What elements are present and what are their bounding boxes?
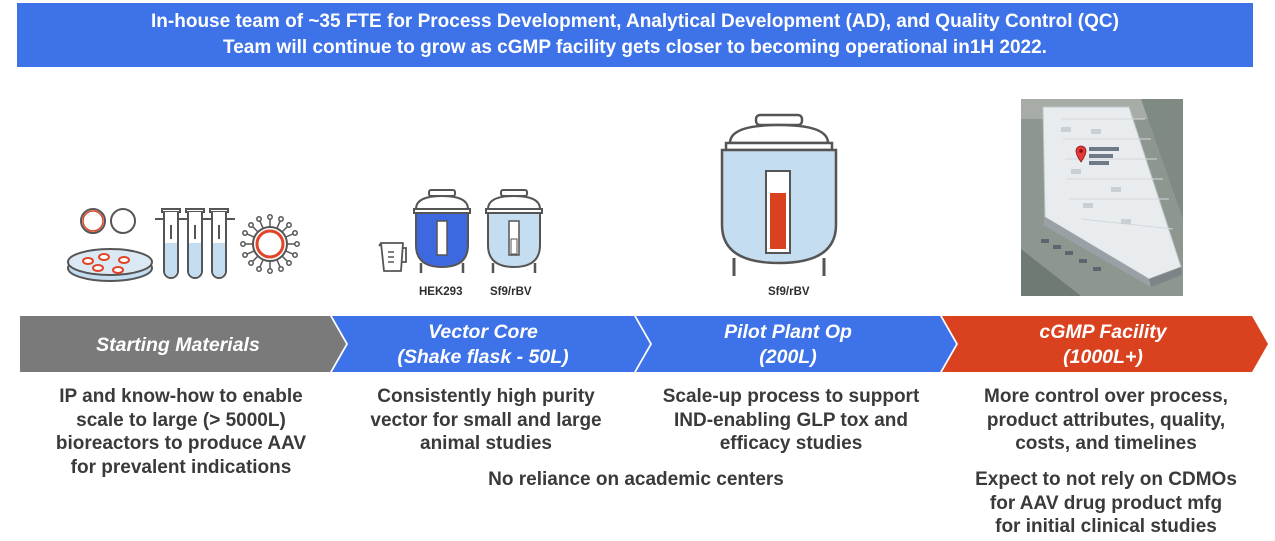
- chevron-starting-materials: [20, 316, 346, 372]
- desc-line: Consistently high purity: [377, 386, 595, 407]
- measuring-cup-icon: [378, 242, 407, 272]
- bioreactor-sf9-small-icon: [485, 189, 543, 273]
- note-line: Expect to not rely on CDMOs: [975, 469, 1237, 490]
- bioreactor-hek293-icon: [413, 189, 471, 273]
- petri-dish-icon: [67, 208, 153, 282]
- desc-vector-core: Consistently high purity vector for smal…: [332, 385, 640, 456]
- bioreactor-pilot-icon: [720, 113, 838, 276]
- caption-hek293: HEK293: [419, 286, 463, 298]
- chevron-cgmp-facility: [942, 316, 1268, 372]
- desc-pilot-plant: Scale-up process to support IND-enabling…: [636, 385, 946, 456]
- banner-line-2: Team will continue to grow as cGMP facil…: [223, 37, 1047, 58]
- stage-title: Pilot Plant Op: [724, 321, 852, 343]
- test-tubes-icon: [155, 208, 235, 279]
- stage-chevrons: [20, 316, 1268, 372]
- stage-subtitle: (Shake flask - 50L): [397, 346, 569, 368]
- stage-label-pilot-plant: Pilot Plant Op (200L): [646, 318, 930, 372]
- facility-photo: [1021, 99, 1183, 296]
- banner-line-1: In-house team of ~35 FTE for Process Dev…: [151, 11, 1119, 32]
- desc-line: costs, and timelines: [1015, 433, 1197, 454]
- note-line: No reliance on academic centers: [488, 469, 784, 490]
- desc-cgmp-facility: More control over process, product attri…: [948, 385, 1264, 456]
- desc-line: Scale-up process to support: [662, 386, 920, 407]
- caption-sf9-pilot: Sf9/rBV: [768, 286, 810, 298]
- desc-line: efficacy studies: [719, 433, 863, 454]
- chevron-vector-core: [332, 316, 650, 372]
- virus-icon: [240, 214, 300, 274]
- desc-line: scale to large (> 5000L): [76, 409, 286, 431]
- stage-title: Vector Core: [428, 321, 538, 343]
- desc-line: More control over process,: [984, 386, 1228, 407]
- desc-line: product attributes, quality,: [986, 409, 1226, 431]
- desc-line: for prevalent indications: [70, 456, 292, 478]
- note-line: for AAV drug product mfg: [989, 492, 1223, 514]
- desc-line: IP and know-how to enable: [59, 386, 303, 407]
- stage-label-starting-materials: Starting Materials: [20, 318, 336, 372]
- desc-starting-materials: IP and know-how to enable scale to large…: [20, 385, 342, 479]
- note-academic-centers: No reliance on academic centers: [332, 468, 940, 492]
- caption-sf9-small: Sf9/rBV: [490, 286, 532, 298]
- desc-line: vector for small and large: [370, 409, 602, 431]
- note-line: for initial clinical studies: [995, 516, 1217, 537]
- stage-label-vector-core: Vector Core (Shake flask - 50L): [342, 318, 624, 372]
- desc-line: IND-enabling GLP tox and: [674, 409, 908, 431]
- note-cdmo: Expect to not rely on CDMOs for AAV drug…: [948, 468, 1264, 539]
- chevron-pilot-plant: [636, 316, 956, 372]
- stage-label-cgmp-facility: cGMP Facility (1000L+): [950, 318, 1256, 372]
- header-banner: In-house team of ~35 FTE for Process Dev…: [17, 3, 1253, 67]
- stage-title: cGMP Facility: [1039, 321, 1167, 343]
- stage-title: Starting Materials: [96, 333, 260, 356]
- desc-line: bioreactors to produce AAV: [55, 433, 307, 454]
- stage-subtitle: (1000L+): [1063, 346, 1143, 368]
- stage-subtitle: (200L): [759, 346, 817, 368]
- desc-line: animal studies: [420, 433, 552, 454]
